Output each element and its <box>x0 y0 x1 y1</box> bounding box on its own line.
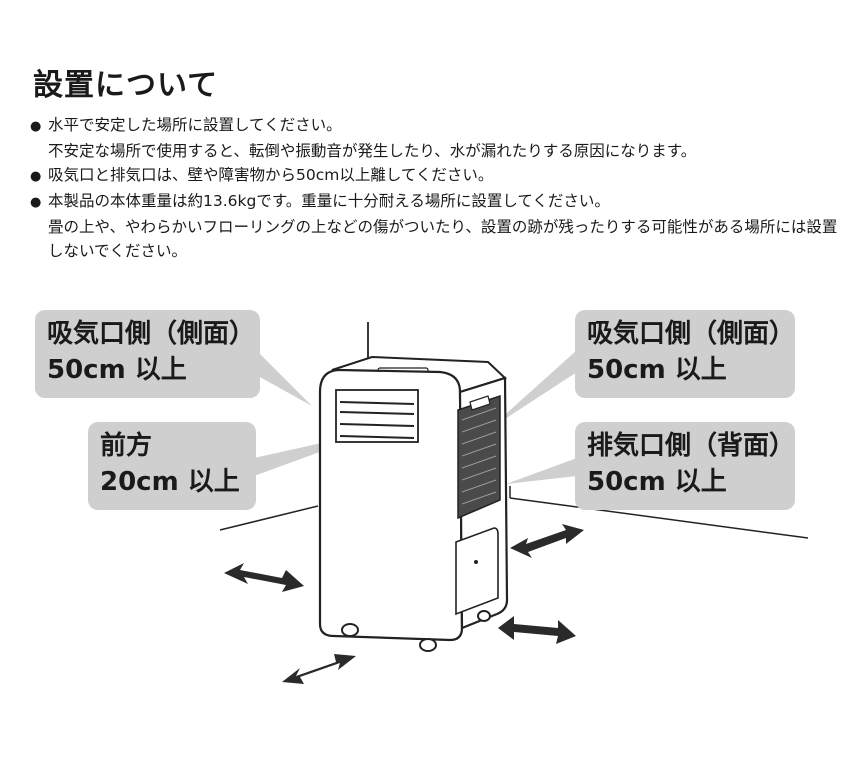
front-vent-icon <box>335 389 419 443</box>
wheel-icon <box>477 610 491 622</box>
wheel-icon <box>419 638 437 652</box>
callout-pointer-back <box>506 458 577 484</box>
floor-line-left <box>219 505 319 531</box>
arrow-back-icon <box>510 524 584 558</box>
label-right-side-clearance: 吸気口側（側面） 50cm 以上 <box>575 310 795 398</box>
note-3-detail: 畳の上や、やわらかいフローリングの上などの傷がついたり、設置の跡が残ったりする可… <box>48 218 838 260</box>
label-front-clearance: 前方 20cm 以上 <box>88 422 256 510</box>
callout-pointer-right <box>488 350 577 430</box>
callout-pointer-left <box>258 352 312 406</box>
installation-notes: ●水平で安定した場所に設置してください。 不安定な場所で使用すると、転倒や振動音… <box>30 113 845 263</box>
label-left-side-clearance: 吸気口側（側面） 50cm 以上 <box>35 310 260 398</box>
bullet-icon: ● <box>30 169 42 184</box>
page-title: 設置について <box>33 68 219 103</box>
arrow-front-icon <box>282 654 356 684</box>
arrow-right-icon <box>498 616 576 644</box>
note-1: ●水平で安定した場所に設置してください。 <box>30 113 845 139</box>
handle-icon <box>469 395 491 411</box>
note-1-detail: 不安定な場所で使用すると、転倒や振動音が発生したり、水が漏れたりする原因になりま… <box>48 142 697 160</box>
bullet-icon: ● <box>30 195 42 210</box>
clearance-arrows <box>224 524 584 684</box>
note-2: ●吸気口と排気口は、壁や障害物から50cm以上離してください。 <box>30 163 845 189</box>
floor-line-right <box>509 497 809 539</box>
water-tank-panel <box>455 527 499 616</box>
label-back-clearance: 排気口側（背面） 50cm 以上 <box>575 422 795 510</box>
note-3: ●本製品の本体重量は約13.6kgです。重量に十分耐える場所に設置してください。 <box>30 189 845 215</box>
wheel-icon <box>341 623 359 637</box>
air-conditioner-unit <box>318 322 509 652</box>
bullet-icon: ● <box>30 119 42 134</box>
arrow-left-icon <box>224 563 304 592</box>
